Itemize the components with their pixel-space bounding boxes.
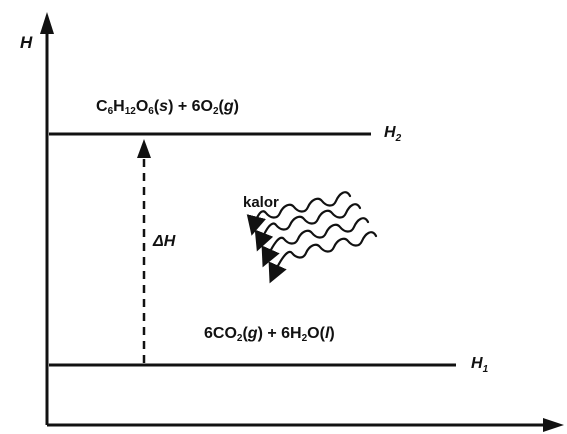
heat-wave-2 (254, 203, 362, 252)
lower-level-label: H1 (471, 355, 489, 375)
y-axis-arrowhead (40, 12, 54, 34)
heat-wave-1 (246, 191, 352, 236)
delta-h-label: ΔH (152, 233, 176, 250)
reactants-formula: C6H12O6(s) + 6O2(g) (96, 98, 239, 117)
upper-level-label: H2 (384, 124, 402, 144)
y-axis-label: H (20, 33, 33, 52)
products-formula: 6CO2(g) + 6H2O(l) (204, 325, 335, 344)
delta-h-arrowhead (137, 139, 151, 158)
heat-wave-4 (268, 231, 378, 284)
x-axis-arrowhead (543, 418, 564, 432)
heat-wavy-arrows (246, 191, 378, 284)
heat-wave-3 (261, 217, 370, 268)
heat-label: kalor (243, 194, 279, 211)
